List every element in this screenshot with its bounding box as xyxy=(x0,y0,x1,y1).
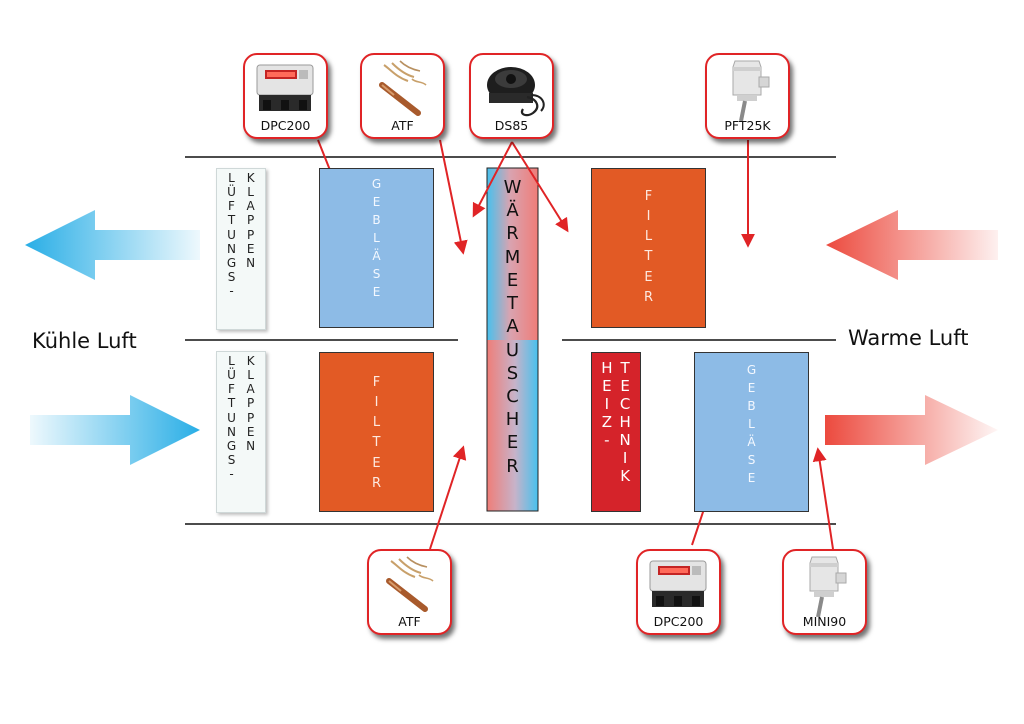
pointer-atf-bottom xyxy=(429,445,467,550)
sensor-caption: PFT25K xyxy=(724,118,771,133)
cable-temperature-sensor-icon xyxy=(386,556,434,612)
sensor-card-dpc200-top: DPC200 xyxy=(243,53,328,139)
duct-temperature-sensor-icon xyxy=(809,556,847,617)
duct-smoke-detector-icon xyxy=(487,67,545,117)
heat-exchanger-fill xyxy=(486,167,539,512)
pointer-ds85-right xyxy=(511,141,569,233)
sensor-card-mini90: MINI90 xyxy=(782,549,867,635)
cool-air-in-arrow xyxy=(30,395,200,465)
pointer-mini90 xyxy=(812,447,834,550)
sensor-card-atf-bottom: ATF xyxy=(367,549,452,635)
differential-pressure-controller-icon xyxy=(256,64,314,111)
warm-air-label: Warme Luft xyxy=(848,326,969,350)
sensor-caption: ATF xyxy=(398,614,421,629)
cable-temperature-sensor-icon xyxy=(379,60,427,116)
sensor-card-dpc200-bottom: DPC200 xyxy=(636,549,721,635)
duct-temperature-sensor-icon xyxy=(732,60,770,121)
sensor-card-ds85: DS85 xyxy=(469,53,554,139)
cool-air-label: Kühle Luft xyxy=(32,329,137,353)
sensor-caption: ATF xyxy=(391,118,414,133)
sensor-card-atf-top: ATF xyxy=(360,53,445,139)
pointer-atf-top xyxy=(439,139,468,255)
warm-air-in-arrow xyxy=(826,210,998,280)
sensor-card-pft25k: PFT25K xyxy=(705,53,790,139)
sensor-caption: DS85 xyxy=(494,118,529,133)
cool-air-out-arrow xyxy=(25,210,200,280)
sensor-caption: MINI90 xyxy=(802,614,847,629)
differential-pressure-controller-icon xyxy=(649,560,707,607)
sensor-caption: DPC200 xyxy=(653,614,704,629)
sensor-caption: DPC200 xyxy=(260,118,311,133)
pointer-ds85-left xyxy=(472,141,513,218)
warm-air-out-arrow xyxy=(825,395,998,465)
